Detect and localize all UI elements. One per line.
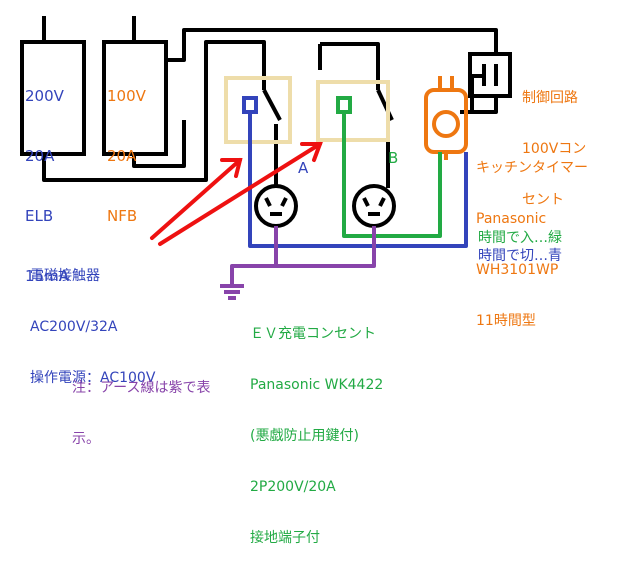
nfb-rating-voltage: 100V	[107, 87, 146, 105]
contactor-b-box	[316, 80, 390, 142]
earth-wiring	[220, 226, 376, 300]
earth-note-label: 注：アース線は紫で表 示。	[72, 380, 211, 447]
ev-outlet-spec-label: ＥＶ充電コンセント Panasonic WK4422 (悪戯防止用鍵付) 2P2…	[250, 326, 384, 546]
contactor-a-box	[224, 76, 292, 144]
timer-on-label: 時間で入…緑	[478, 230, 562, 246]
nfb-type: NFB	[107, 207, 138, 225]
contactor-b-coil	[336, 96, 352, 114]
elb-rating-current: 20A	[25, 147, 55, 165]
nfb-breaker-text: 100V 20A NFB	[107, 46, 146, 246]
blue-wiring	[248, 112, 468, 248]
elb-breaker-box	[20, 40, 86, 156]
ev-outlet-b	[352, 184, 396, 228]
timer-label: キッチンタイマー Panasonic WH3101WP 11時間型	[476, 160, 588, 329]
wiring-diagram	[20, 16, 512, 300]
kitchen-timer	[424, 76, 468, 160]
contactor-b-label: B	[388, 149, 399, 167]
elb-breaker-text: 200V 20A ELB 15mA	[25, 46, 69, 306]
elb-sensitivity: 15mA	[25, 267, 69, 285]
green-wiring	[342, 112, 442, 238]
nfb-rating-current: 20A	[107, 147, 137, 165]
contactor-a-label: A	[298, 159, 309, 177]
timer-off-label: 時間で切…青	[478, 248, 562, 264]
control-outlet	[468, 52, 512, 98]
contactor-spec-label: 電磁接触器 AC200V/32A 操作電源：AC100V	[30, 268, 156, 386]
elb-rating-voltage: 200V	[25, 87, 64, 105]
ev-outlet-a	[254, 184, 298, 228]
control-outlet-label: 制御回路 100Vコン セント	[522, 90, 587, 208]
red-pointer-arrows	[150, 142, 323, 246]
elb-type: ELB	[25, 207, 54, 225]
contactor-a-coil	[242, 96, 258, 114]
